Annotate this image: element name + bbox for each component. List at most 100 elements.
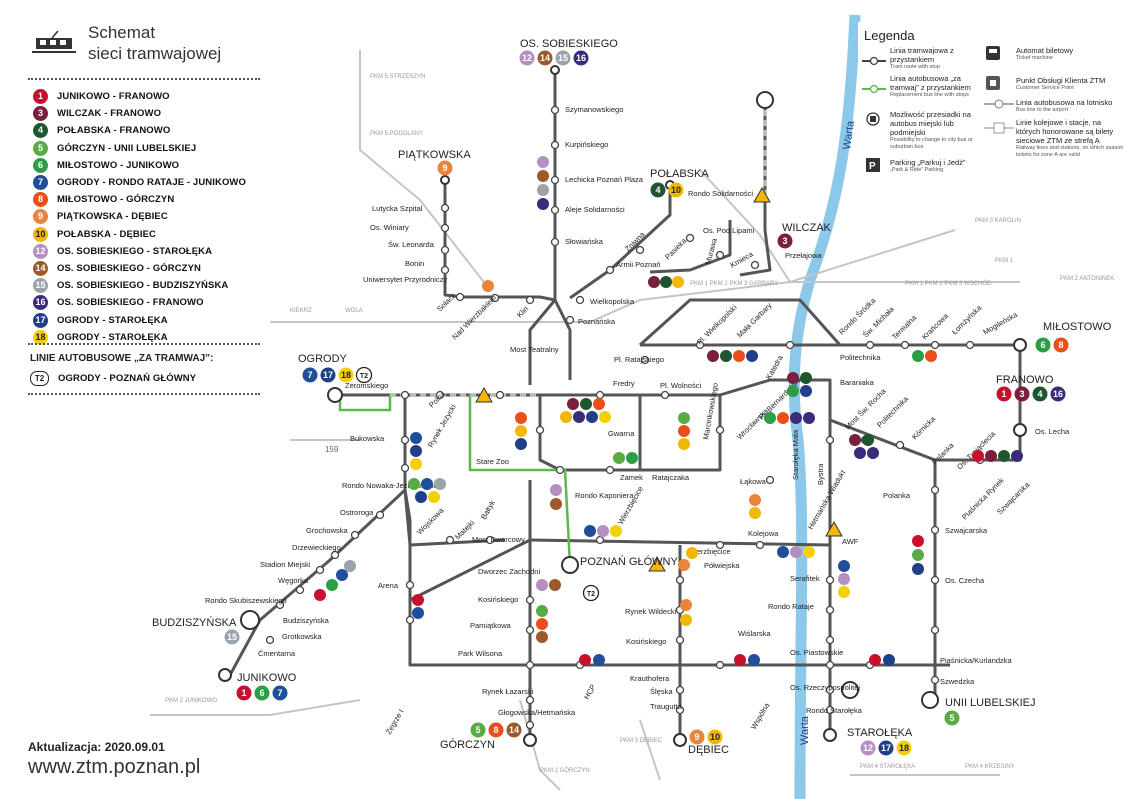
stop-label: Słowiańska [565,237,604,246]
terminus-name: OGRODY [298,353,348,365]
river-label-south: Warta [799,715,811,745]
stop-label: Kosińskiego [478,595,518,604]
line-badge: 4 [655,185,660,195]
stop-label: Drzewieckiego [292,543,341,552]
badge-group-staroleka: 12 17 18 [860,740,912,756]
badge-group-debiec: 9 10 [689,729,723,745]
stop-label: Park Wilsona [458,649,503,658]
stop-label: Przełajowa [785,251,823,260]
line-badge: 7 [307,370,312,380]
stop-label: Dworzec Zachodni [478,567,540,576]
stop-label: Most Teatralny [510,345,559,354]
stop-label: Hetmańska Wiadukt [806,468,848,531]
stop-label: Bonin [405,259,424,268]
river-label: Warta [841,119,857,150]
line-badge: 17 [33,312,48,328]
stop-label: Traugutta [650,702,683,711]
terminus-name: BUDZISZYŃSKA [152,616,237,629]
stop-label: Pasieka [663,236,689,262]
line-badge: 4 [1037,389,1042,399]
terminus-name: POZNAŃ GŁÓWNY [580,555,678,568]
line-badge: 16 [33,295,48,311]
divider [28,78,260,80]
stop-label: Termalna [890,313,919,342]
rail-labels: PKM 5 STRZESZYN PKM 5 PODOLANY PKM 3 KAR… [165,74,1114,774]
stop-label: Pl. Wolności [660,381,701,390]
line-badge: 6 [33,157,48,173]
website-link[interactable]: www.ztm.poznan.pl [28,756,201,778]
stop-label: Wielkopolska [590,297,635,306]
stop-label: Wspólna [749,701,772,731]
line-badge: 12 [863,743,873,753]
terminus-markers [218,65,1027,747]
line-badge: 8 [33,192,48,208]
stop-label: Starołęka Mała [791,429,800,480]
line-badge: 18 [341,370,351,380]
bus-line-t2 [338,395,572,566]
line-badge: 10 [671,185,681,195]
stop-label: Szwedzka [940,677,975,686]
rail-label: PKM 3 KAROLIN [975,218,1021,224]
line-name: OGRODY - STAROŁĘKA [57,331,168,343]
badge-group-polabska: 4 10 [650,182,684,198]
divider [28,343,260,345]
stop-label: Ćmentarna [258,649,296,658]
badge-group-junikowo: 1 6 7 [236,685,288,701]
rail-station-icon [984,122,1014,134]
line-badge: 1 [1001,389,1006,399]
stop-label: Węgorka [278,576,309,585]
stop-label: Rondo Nowaka-Jeziorańskiego [342,481,446,490]
line-badge: 3 [1019,389,1024,399]
line-badge: 5 [33,140,48,156]
line-badge: 18 [33,329,48,345]
line-badge: 15 [33,278,48,294]
badge-group-franowo: 1 3 4 16 [996,386,1066,402]
line-badge: 8 [493,725,498,735]
stop-label: Kórnicka [910,414,938,442]
stop-label: Gwarna [608,429,635,438]
badge-group-budziszynska: 15 [224,629,240,645]
divider [28,393,260,395]
title-line-2: sieci tramwajowej [88,44,222,63]
rail-label: WOLA [345,308,363,314]
bus-line-icon [862,84,886,94]
line-badge: 17 [881,743,891,753]
terminus-name: DĘBIEC [688,744,729,756]
stop-label: Mała Garbary [735,301,774,340]
stop-label: Kosińskiego [626,637,666,646]
stop-label: Politechnika [840,353,881,362]
terminus-name: UNII LUBELSKIEJ [945,697,1035,709]
badge-group-piatkowska: 9 [437,160,453,176]
stop-label: Grochowska [306,526,349,535]
stop-markers [265,105,985,730]
stop-label: Pl. Wielkopolski [695,303,739,347]
badge-group-wilczak: 3 [777,233,793,249]
line-badge: T2 [587,591,595,598]
line-badge: 17 [323,370,333,380]
stop-label: Serafitek [790,574,820,583]
terminus-name: POŁABSKA [650,168,709,180]
stop-label: Rondo Starołęka [806,706,863,715]
stop-label: Bystra [816,463,825,485]
update-date: Aktualizacja: 2020.09.01 [28,740,165,754]
stop-label: Lechicka Poznań Plaza [565,175,644,184]
bus-line-row: T2 OGRODY - POZNAŃ GŁÓWNY [30,371,196,386]
badge-group-poznan-glowny: T2 [582,584,600,602]
customer-service-icon [986,76,1000,90]
airport-bus-icon [984,99,1014,109]
stop-label: Katedra [764,353,785,381]
tram-line-icon [862,56,886,66]
stop-label: Rondo Solidarności [688,189,753,198]
stop-label: Wierzbięcice [688,547,731,556]
line-name: OGRODY - RONDO RATAJE - JUNIKOWO [57,177,246,188]
